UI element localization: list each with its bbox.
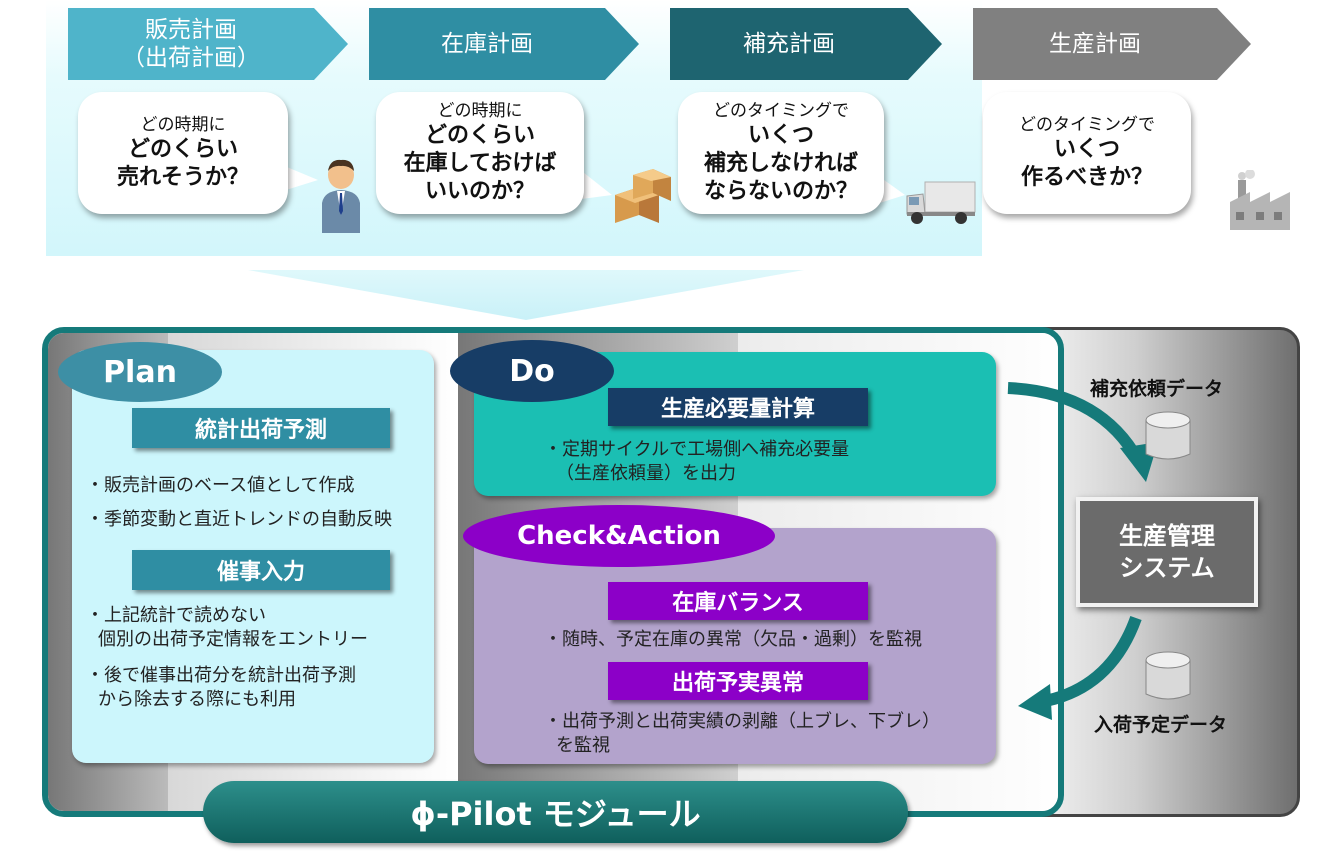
stage-replenish-plan: 補充計画 <box>670 8 942 80</box>
stage-inventory-plan: 在庫計画 <box>369 8 639 80</box>
inventory-balance-item: ・随時、予定在庫の異常（欠品・過剰）を監視 <box>544 629 922 650</box>
check-action-label: Check&Action <box>463 505 775 567</box>
stage-sales-plan-sublabel: （出荷計画） <box>122 45 260 71</box>
stage-production-plan: 生産計画 <box>973 8 1251 80</box>
event-item-1-line1: ・上記統計で読めない <box>86 605 266 626</box>
question-4-small: どのタイミングで <box>1019 115 1155 135</box>
plan-label: Plan <box>58 342 222 402</box>
shipment-anomaly-line-2: を監視 <box>556 735 610 756</box>
question-bubble-1: どの時期に どのくらい 売れそうか？ <box>78 92 288 214</box>
question-bubble-4: どのタイミングで いくつ 作るべきか？ <box>983 92 1191 214</box>
question-2-line1: どのくらい <box>424 123 535 148</box>
question-3-line1: いくつ <box>747 123 814 148</box>
question-2-line3: いいのか？ <box>424 179 535 204</box>
question-3-small: どのタイミングで <box>713 101 849 121</box>
stage-replenish-plan-label: 補充計画 <box>743 31 835 57</box>
question-1-line2: 売れそうか？ <box>116 165 249 190</box>
forecast-header: 統計出荷予測 <box>132 408 390 448</box>
factory-icon <box>1230 170 1290 230</box>
check-panel <box>474 528 996 764</box>
inbound-data-label: 入荷予定データ <box>1094 714 1228 736</box>
stage-inventory-plan-label: 在庫計画 <box>441 31 533 57</box>
event-header: 催事入力 <box>132 550 390 590</box>
question-2-small: どの時期に <box>437 101 523 121</box>
replenish-flow-arrow <box>1007 382 1144 463</box>
production-system-box: 生産管理 システム <box>1076 497 1258 607</box>
forecast-item-2: ・季節変動と直近トレンドの自動反映 <box>86 509 392 530</box>
shipment-anomaly-header: 出荷予実異常 <box>608 662 868 700</box>
question-bubble-2: どの時期に どのくらい 在庫しておけば いいのか？ <box>376 92 584 214</box>
truck-icon <box>906 181 976 224</box>
question-1-small: どの時期に <box>140 115 226 135</box>
inbound-flow-arrow <box>1038 615 1142 708</box>
shipment-anomaly-line-1: ・出荷予測と出荷実績の剥離（上ブレ、下ブレ） <box>544 711 940 732</box>
question-bubble-3: どのタイミングで いくつ 補充しなければ ならないのか？ <box>678 92 884 214</box>
stage-sales-plan-label: 販売計画 <box>145 17 237 43</box>
inventory-balance-header: 在庫バランス <box>608 582 868 620</box>
event-item-1-line2: 個別の出荷予定情報をエントリー <box>98 629 368 650</box>
boxes-icon <box>615 169 671 223</box>
question-1-line1: どのくらい <box>127 137 238 162</box>
question-3-line2: 補充しなければ <box>703 151 858 176</box>
flow-down-arrow <box>248 270 804 320</box>
stage-production-plan-label: 生産計画 <box>1049 31 1141 57</box>
stage-sales-plan: 販売計画 （出荷計画） <box>68 8 348 80</box>
question-4-line2: 作るべきか？ <box>1020 165 1153 190</box>
production-system-line1: 生産管理 <box>1119 522 1215 550</box>
data-flow-arrows <box>1007 382 1158 720</box>
do-line-2: （生産依頼量）を出力 <box>556 463 736 484</box>
database-icon <box>1145 411 1191 460</box>
do-line-1: ・定期サイクルで工場側へ補充必要量 <box>544 439 850 460</box>
question-3-line3: ならないのか？ <box>703 179 858 204</box>
module-name-banner: ϕ-Pilot モジュール <box>203 781 908 843</box>
do-label: Do <box>450 340 614 402</box>
do-header: 生産必要量計算 <box>608 388 868 426</box>
replenish-data-label: 補充依頼データ <box>1090 378 1224 400</box>
person-icon <box>322 159 360 233</box>
event-item-2-line1: ・後で催事出荷分を統計出荷予測 <box>86 665 356 686</box>
question-4-line1: いくつ <box>1053 137 1120 162</box>
question-2-line2: 在庫しておけば <box>403 151 557 176</box>
inbound-arrowhead <box>1018 684 1052 720</box>
database-icon <box>1145 651 1191 700</box>
event-item-2-line2: から除去する際にも利用 <box>98 689 296 710</box>
bubble-tail-4 <box>1180 172 1225 205</box>
forecast-item-1: ・販売計画のベース値として作成 <box>86 475 355 496</box>
production-system-line2: システム <box>1119 554 1215 582</box>
